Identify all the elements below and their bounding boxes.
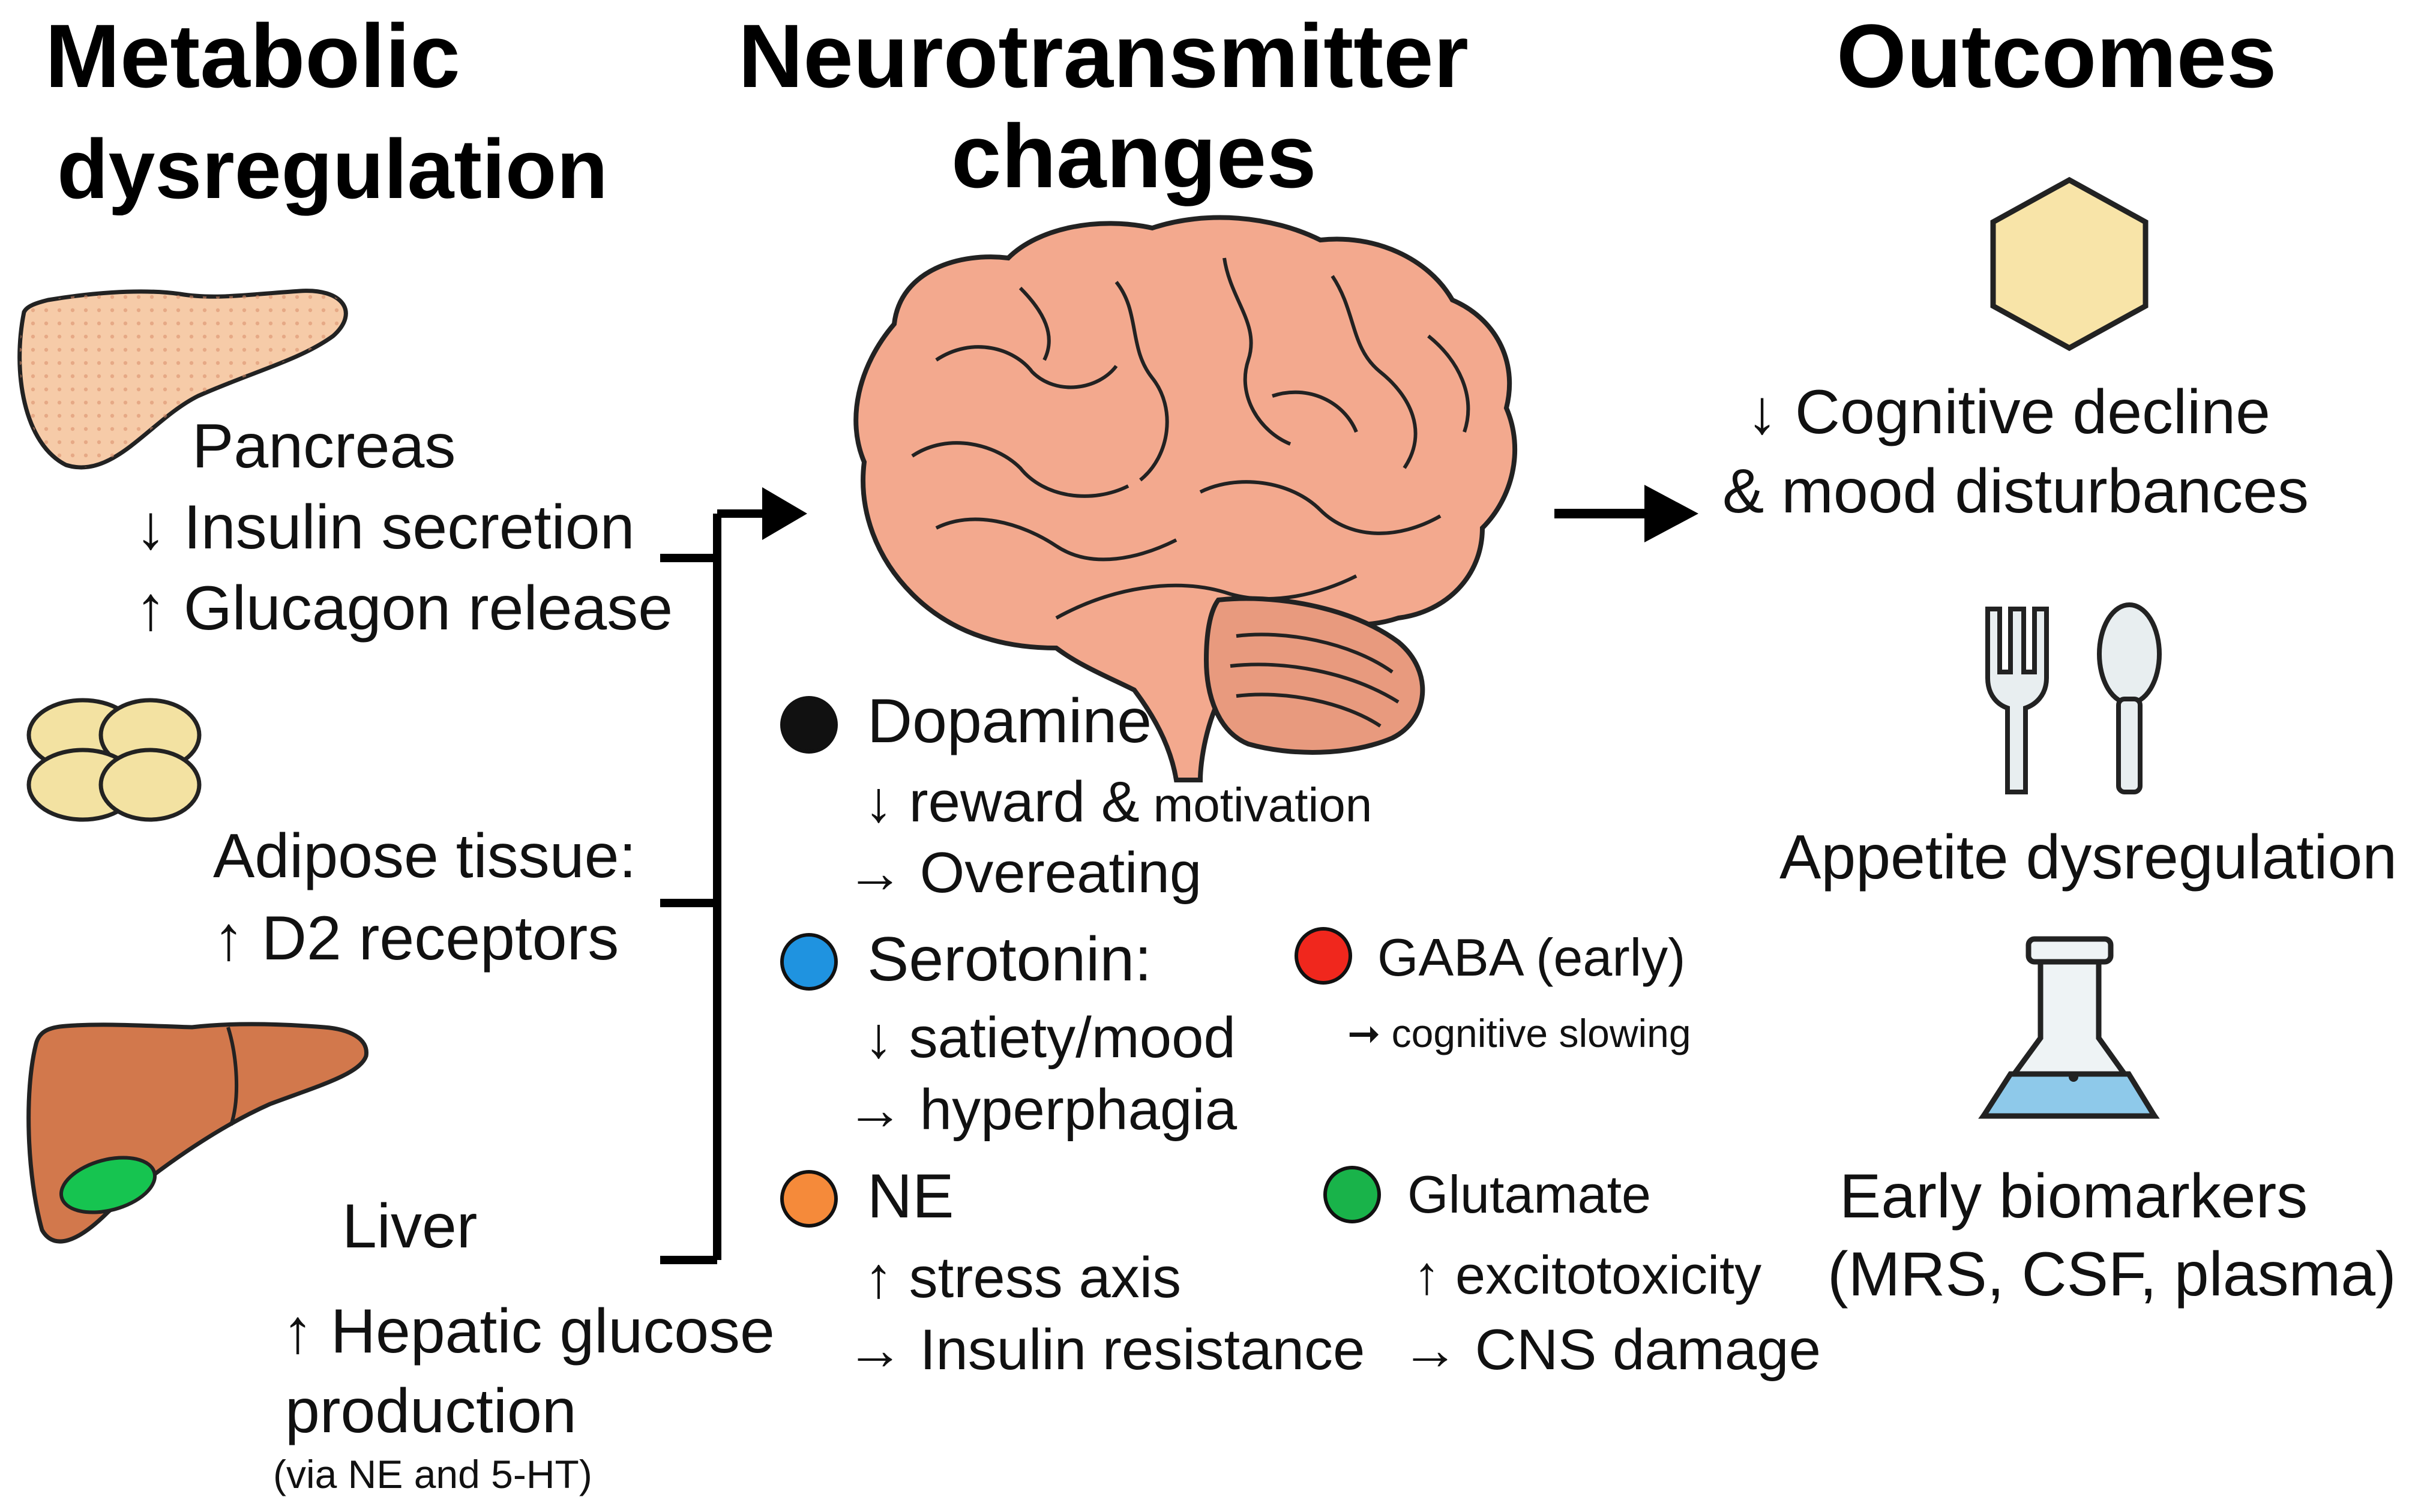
ne-label: NE bbox=[867, 1162, 954, 1231]
serotonin-label: Serotonin: bbox=[867, 925, 1152, 994]
arrow-to-outcomes-icon bbox=[1554, 485, 1698, 542]
outcome-cognitive-line2: & mood disturbances bbox=[1722, 457, 2309, 526]
ne-effect-stress: ↑ stress axis bbox=[864, 1246, 1182, 1310]
dopamine-motivation-text: motivation bbox=[1153, 778, 1373, 832]
pancreas-glucagon-text: ↑ Glucagon release bbox=[135, 574, 673, 643]
outcome-appetite: Appetite dysregulation bbox=[1779, 823, 2398, 892]
dopamine-reward-text: ↓ reward & bbox=[864, 770, 1140, 834]
glutamate-label: Glutamate bbox=[1407, 1165, 1651, 1224]
serotonin-effect-hyperphagia: → hyperphagia bbox=[846, 1078, 1238, 1142]
pancreas-icon bbox=[17, 289, 348, 470]
gaba-label: GABA (early) bbox=[1377, 928, 1686, 987]
heading-neurotransmitter: Neurotransmitter bbox=[738, 5, 1469, 106]
liver-note-text: (via NE and 5-HT) bbox=[273, 1452, 592, 1496]
outcome-cognitive-line1: ↓ Cognitive decline bbox=[1746, 377, 2270, 447]
ne-effect-insulin: → Insulin resistance bbox=[846, 1318, 1365, 1382]
hexagon-icon bbox=[1990, 176, 2149, 352]
adipose-cells-icon bbox=[26, 698, 202, 822]
gaba-dot-icon bbox=[1295, 927, 1352, 985]
adipose-d2-text: ↑ D2 receptors bbox=[213, 904, 619, 973]
fork-spoon-icon bbox=[1985, 602, 2162, 794]
liver-label: Liver bbox=[342, 1192, 478, 1261]
glutamate-effect-excitotoxicity: ↑ excitotoxicity bbox=[1413, 1246, 1762, 1306]
outcome-biomarkers-line2: (MRS, CSF, plasma) bbox=[1827, 1240, 2396, 1309]
dopamine-effect-overeating: → Overeating bbox=[846, 841, 1202, 905]
liver-glucose-text: ↑ Hepatic glucose bbox=[282, 1297, 775, 1366]
ne-dot-icon bbox=[780, 1170, 838, 1228]
liver-icon bbox=[26, 1022, 368, 1244]
serotonin-effect-satiety: ↓ satiety/mood bbox=[864, 1006, 1236, 1070]
brain-icon bbox=[853, 215, 1518, 782]
heading-metabolic: Metabolic bbox=[45, 5, 460, 106]
heading-outcomes: Outcomes bbox=[1836, 5, 2277, 106]
adipose-label: Adipose tissue: bbox=[213, 821, 637, 891]
gaba-effect-slowing: ➞ cognitive slowing bbox=[1347, 1011, 1691, 1055]
dopamine-dot-icon bbox=[780, 696, 838, 754]
liver-production-text: production bbox=[285, 1376, 577, 1446]
pancreas-label: Pancreas bbox=[192, 412, 456, 481]
serotonin-dot-icon bbox=[780, 933, 838, 991]
glutamate-effect-cns: → CNS damage bbox=[1401, 1318, 1821, 1382]
dopamine-label: Dopamine bbox=[867, 686, 1152, 756]
arrow-to-brain-icon bbox=[762, 487, 807, 540]
pancreas-insulin-text: ↓ Insulin secretion bbox=[135, 493, 635, 562]
outcome-biomarkers-line1: Early biomarkers bbox=[1839, 1162, 2308, 1231]
flask-icon bbox=[1978, 936, 2160, 1119]
heading-dysregulation: dysregulation bbox=[57, 122, 608, 216]
glutamate-dot-icon bbox=[1323, 1166, 1381, 1223]
dopamine-effect-reward: ↓ reward & motivation bbox=[864, 769, 1372, 835]
heading-changes: changes bbox=[951, 106, 1317, 206]
connector-bracket bbox=[660, 509, 768, 1264]
